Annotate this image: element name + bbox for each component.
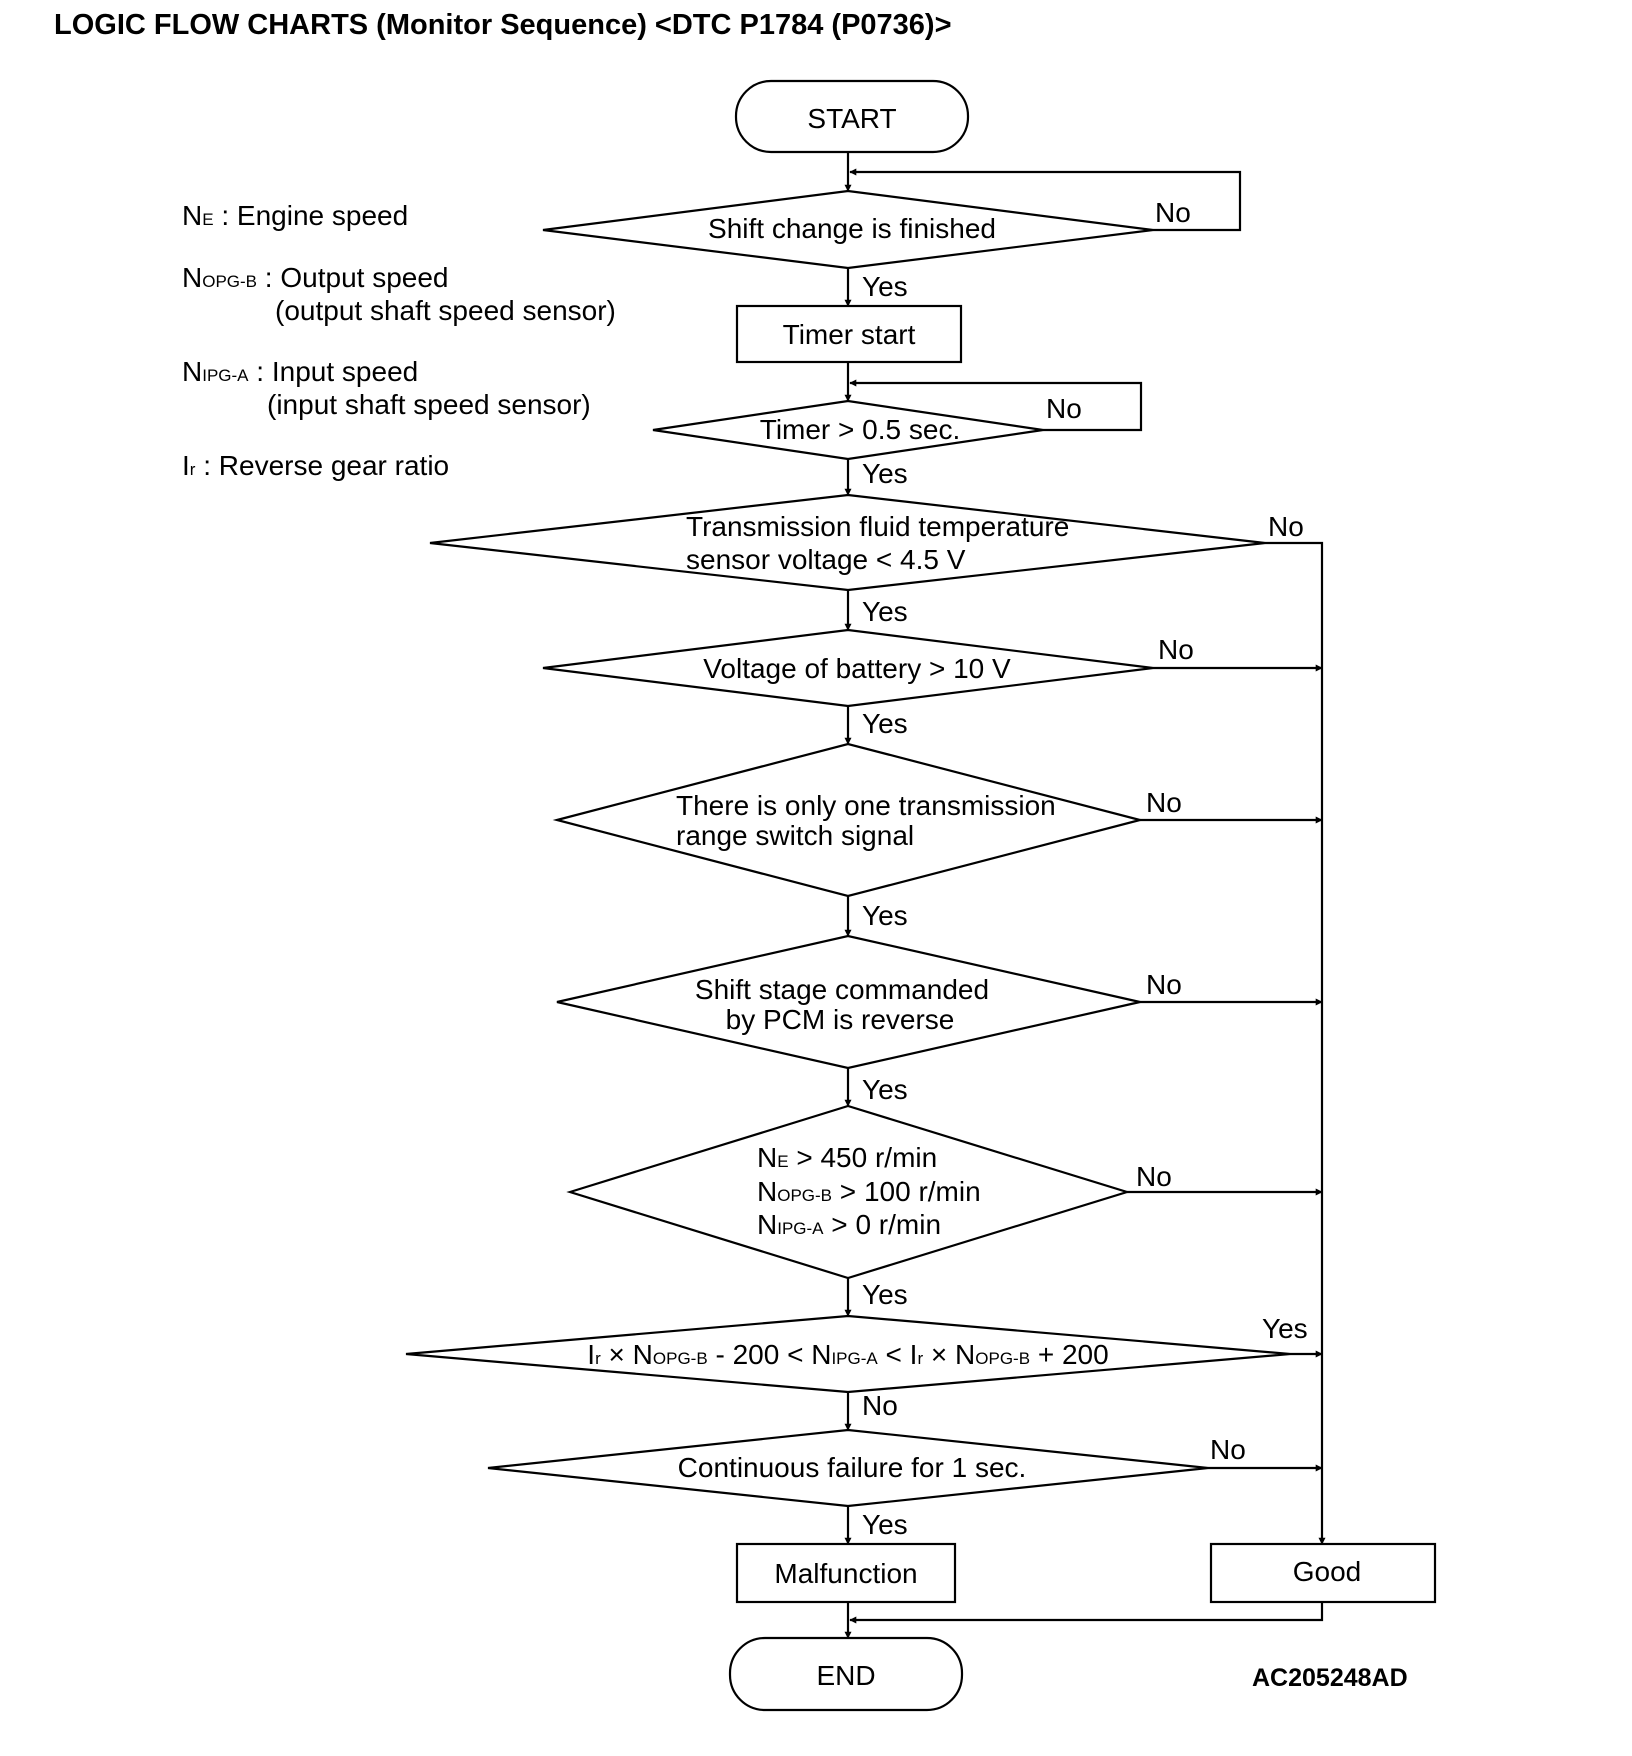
legend-reverse-gear-ratio: Ir : Reverse gear ratio: [182, 450, 449, 481]
legend-output-speed: NOPG-B : Output speed: [182, 262, 449, 293]
no-label-shift: No: [1155, 197, 1191, 228]
no-label-fluid-temperature: No: [1268, 511, 1304, 542]
decision-battery-voltage-label: Voltage of battery > 10 V: [703, 653, 1011, 684]
yes-label-continuous-failure: Yes: [862, 1509, 908, 1540]
no-label-timer: No: [1046, 393, 1082, 424]
decision-fluid-temperature-label-1: Transmission fluid temperature: [686, 511, 1069, 542]
start-terminal: [734, 79, 970, 154]
result-malfunction: [735, 1542, 957, 1604]
result-malfunction-label: Malfunction: [774, 1558, 917, 1589]
yes-label-range-switch: Yes: [862, 900, 908, 931]
end-terminal: [728, 1636, 964, 1712]
process-timer-start: [735, 304, 963, 364]
process-timer-start-label: Timer start: [783, 319, 916, 350]
no-label-continuous-failure: No: [1210, 1434, 1246, 1465]
decision-speed-nopg: NOPG-B > 100 r/min: [757, 1176, 981, 1207]
yes-label-timer: Yes: [862, 458, 908, 489]
decision-shift-stage-label-1: Shift stage commanded: [695, 974, 989, 1005]
yes-label-fluid-temperature: Yes: [862, 596, 908, 627]
no-label-range-switch: No: [1146, 787, 1182, 818]
yes-label-shift: Yes: [862, 271, 908, 302]
legend-output-speed-detail: (output shaft speed sensor): [275, 295, 616, 326]
no-label-shift-stage: No: [1146, 969, 1182, 1000]
decision-speed-nipg: NIPG-A > 0 r/min: [757, 1209, 941, 1240]
figure-code: AC205248AD: [1252, 1664, 1408, 1692]
start-label: START: [807, 103, 896, 134]
legend: NE : Engine speed NOPG-B : Output speed …: [182, 200, 616, 481]
end-label: END: [816, 1660, 875, 1691]
no-loop-shift: [849, 168, 1242, 232]
no-label-speed-conditions: No: [1136, 1161, 1172, 1192]
legend-input-speed-detail: (input shaft speed sensor): [267, 389, 591, 420]
decision-fluid-temperature: [429, 493, 1266, 592]
no-label-ratio: No: [862, 1390, 898, 1421]
yes-label-battery-voltage: Yes: [862, 708, 908, 739]
no-line-fluid-temperature: [1265, 541, 1326, 1545]
result-good: [1209, 1542, 1437, 1604]
decision-shift-stage-label-2: by PCM is reverse: [726, 1004, 955, 1035]
decision-range-switch-label-2: range switch signal: [676, 820, 914, 851]
legend-input-speed: NIPG-A : Input speed: [182, 356, 418, 387]
decision-shift-finished-label: Shift change is finished: [708, 213, 996, 244]
yes-label-speed-conditions: Yes: [862, 1279, 908, 1310]
decision-speed-ne: NE > 450 r/min: [757, 1142, 937, 1173]
yes-label-ratio: Yes: [1262, 1313, 1308, 1344]
no-loop-timer: [849, 379, 1143, 432]
decision-timer-label: Timer > 0.5 sec.: [760, 414, 960, 445]
decision-continuous-failure-label: Continuous failure for 1 sec.: [678, 1452, 1027, 1483]
decision-fluid-temperature-label-2: sensor voltage < 4.5 V: [686, 544, 966, 575]
legend-engine-speed: NE : Engine speed: [182, 200, 408, 231]
decision-ratio-label: Ir × NOPG-B - 200 < NIPG-A < Ir × NOPG-B…: [587, 1339, 1108, 1370]
result-good-label: Good: [1293, 1556, 1362, 1587]
no-label-battery-voltage: No: [1158, 634, 1194, 665]
page-title: LOGIC FLOW CHARTS (Monitor Sequence) <DT…: [54, 9, 952, 41]
good-to-end-line: [849, 1602, 1324, 1624]
yes-label-shift-stage: Yes: [862, 1074, 908, 1105]
decision-range-switch-label-1: There is only one transmission: [676, 790, 1056, 821]
